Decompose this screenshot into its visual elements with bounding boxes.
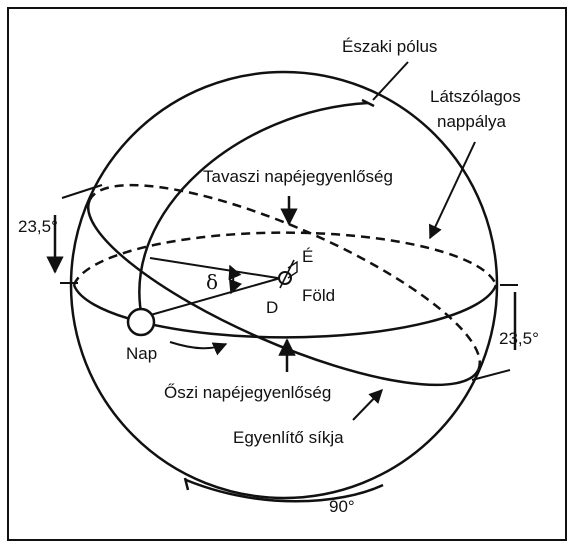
ecliptic-leader (429, 141, 476, 240)
ninety-degree-arc (185, 478, 384, 503)
celestial-sphere (69, 70, 499, 500)
ecliptic-label-line2: nappálya (437, 112, 507, 131)
tilt-left-label: 23,5° (18, 217, 58, 236)
earth-label: Föld (302, 286, 335, 305)
vernal-equinox-label: Tavaszi napéjegyenlőség (203, 167, 393, 186)
equator-back-arc (72, 231, 498, 286)
tilt-right-label: 23,5° (499, 329, 539, 348)
sun-to-earth-line (139, 276, 285, 319)
sun-to-equator-line (149, 257, 285, 280)
sun-disk (126, 307, 156, 337)
right-tilt-bracket (471, 284, 518, 381)
delta-angle-arc (228, 264, 243, 295)
sun-motion-arrow (169, 341, 228, 356)
left-tilt-bracket (46, 184, 103, 284)
north-pole-leader (372, 61, 409, 101)
equator-front-arc (72, 284, 498, 339)
delta-label: δ (206, 270, 218, 294)
meridian-arc (138, 101, 369, 319)
north-pole-label: Északi pólus (342, 37, 437, 56)
equator-plane-label: Egyenlítő síkja (233, 428, 344, 447)
south-d-label: D (266, 298, 278, 317)
ninety-degree-label: 90° (329, 497, 355, 516)
figure-border (7, 7, 567, 541)
sun-label: Nap (126, 344, 157, 363)
earth-symbol (278, 259, 298, 289)
ecliptic-back-arc (88, 183, 482, 371)
ninety-degree-arc-tick (183, 477, 190, 491)
equator-plane-leader (352, 388, 383, 421)
ecliptic-label-line1: Látszólagos (430, 87, 521, 106)
ecliptic-front-arc (86, 199, 480, 387)
north-e-label: É (302, 247, 313, 266)
autumnal-equinox-label: Őszi napéjegyenlőség (164, 383, 331, 402)
north-pole-mark (361, 98, 375, 108)
